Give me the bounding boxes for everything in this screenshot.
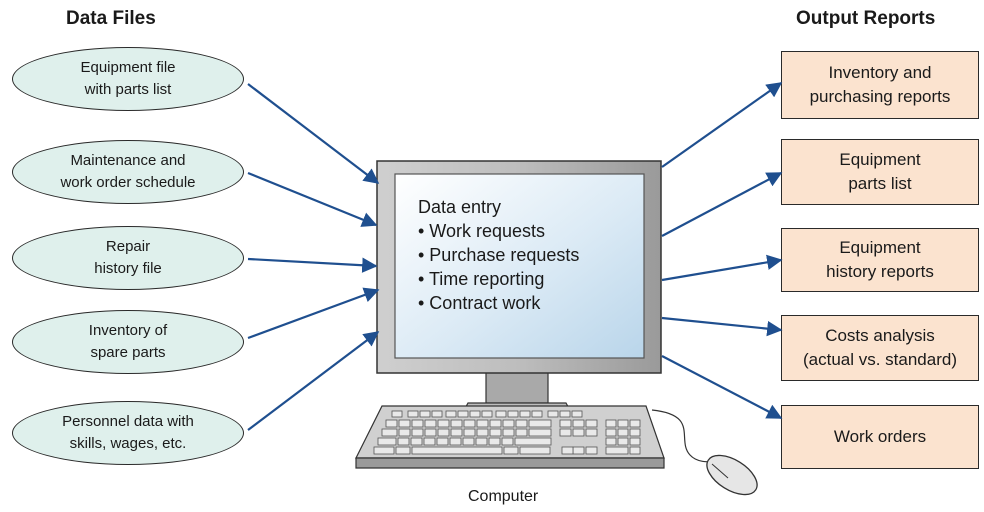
mouse [651,409,758,496]
report-work-orders: Work orders [781,405,979,469]
arrow-equipment-history [661,254,783,282]
arrow-inventory [247,287,380,340]
data-file-equipment: Equipment file with parts list [12,47,244,111]
data-file-personnel: Personnel data with skills, wages, etc. [12,401,244,465]
report-label: Costs analysis (actual vs. standard) [802,326,957,369]
report-inventory-purchasing: Inventory and purchasing reports [781,51,979,119]
keyboard [355,405,665,469]
computer-caption: Computer [468,488,539,505]
report-label: Inventory and purchasing reports [809,63,951,106]
data-file-label: Inventory of spare parts [88,322,168,361]
screen-title: Data entry [418,197,502,217]
screen-item: • Purchase requests [418,245,580,265]
report-equipment-parts: Equipment parts list [781,139,979,205]
report-label: Work orders [833,427,927,446]
monitor [376,160,662,374]
arrow-inventory-purchasing [661,82,783,168]
arrow-equipment-file [247,83,380,184]
data-file-label: Personnel data with skills, wages, etc. [62,413,194,452]
data-files-heading: Data Files [66,8,156,29]
arrow-repair-history [247,257,378,273]
data-file-repair-history: Repair history file [12,226,244,290]
arrow-work-orders [661,355,783,419]
report-label: Equipment history reports [826,238,934,281]
arrow-costs-analysis [661,316,783,337]
data-file-maintenance: Maintenance and work order schedule [12,140,244,204]
screen-item: • Work requests [418,221,546,241]
arrow-maintenance [247,171,378,227]
output-reports-heading: Output Reports [796,8,936,29]
data-file-label: Equipment file with parts list [80,59,176,98]
screen-text: Data entry • Work requests • Purchase re… [418,195,579,315]
arrow-equipment-parts [661,172,783,237]
report-label: Equipment parts list [839,150,921,193]
data-file-label: Maintenance and work order schedule [60,152,196,191]
report-costs-analysis: Costs analysis (actual vs. standard) [781,315,979,381]
data-file-label: Repair history file [94,238,162,277]
screen-item: • Contract work [418,293,541,313]
screen-item: • Time reporting [418,269,545,289]
report-equipment-history: Equipment history reports [781,228,979,292]
arrow-personnel [247,331,380,431]
data-file-inventory: Inventory of spare parts [12,310,244,374]
output-arrows [661,82,783,419]
input-arrows [247,83,380,431]
